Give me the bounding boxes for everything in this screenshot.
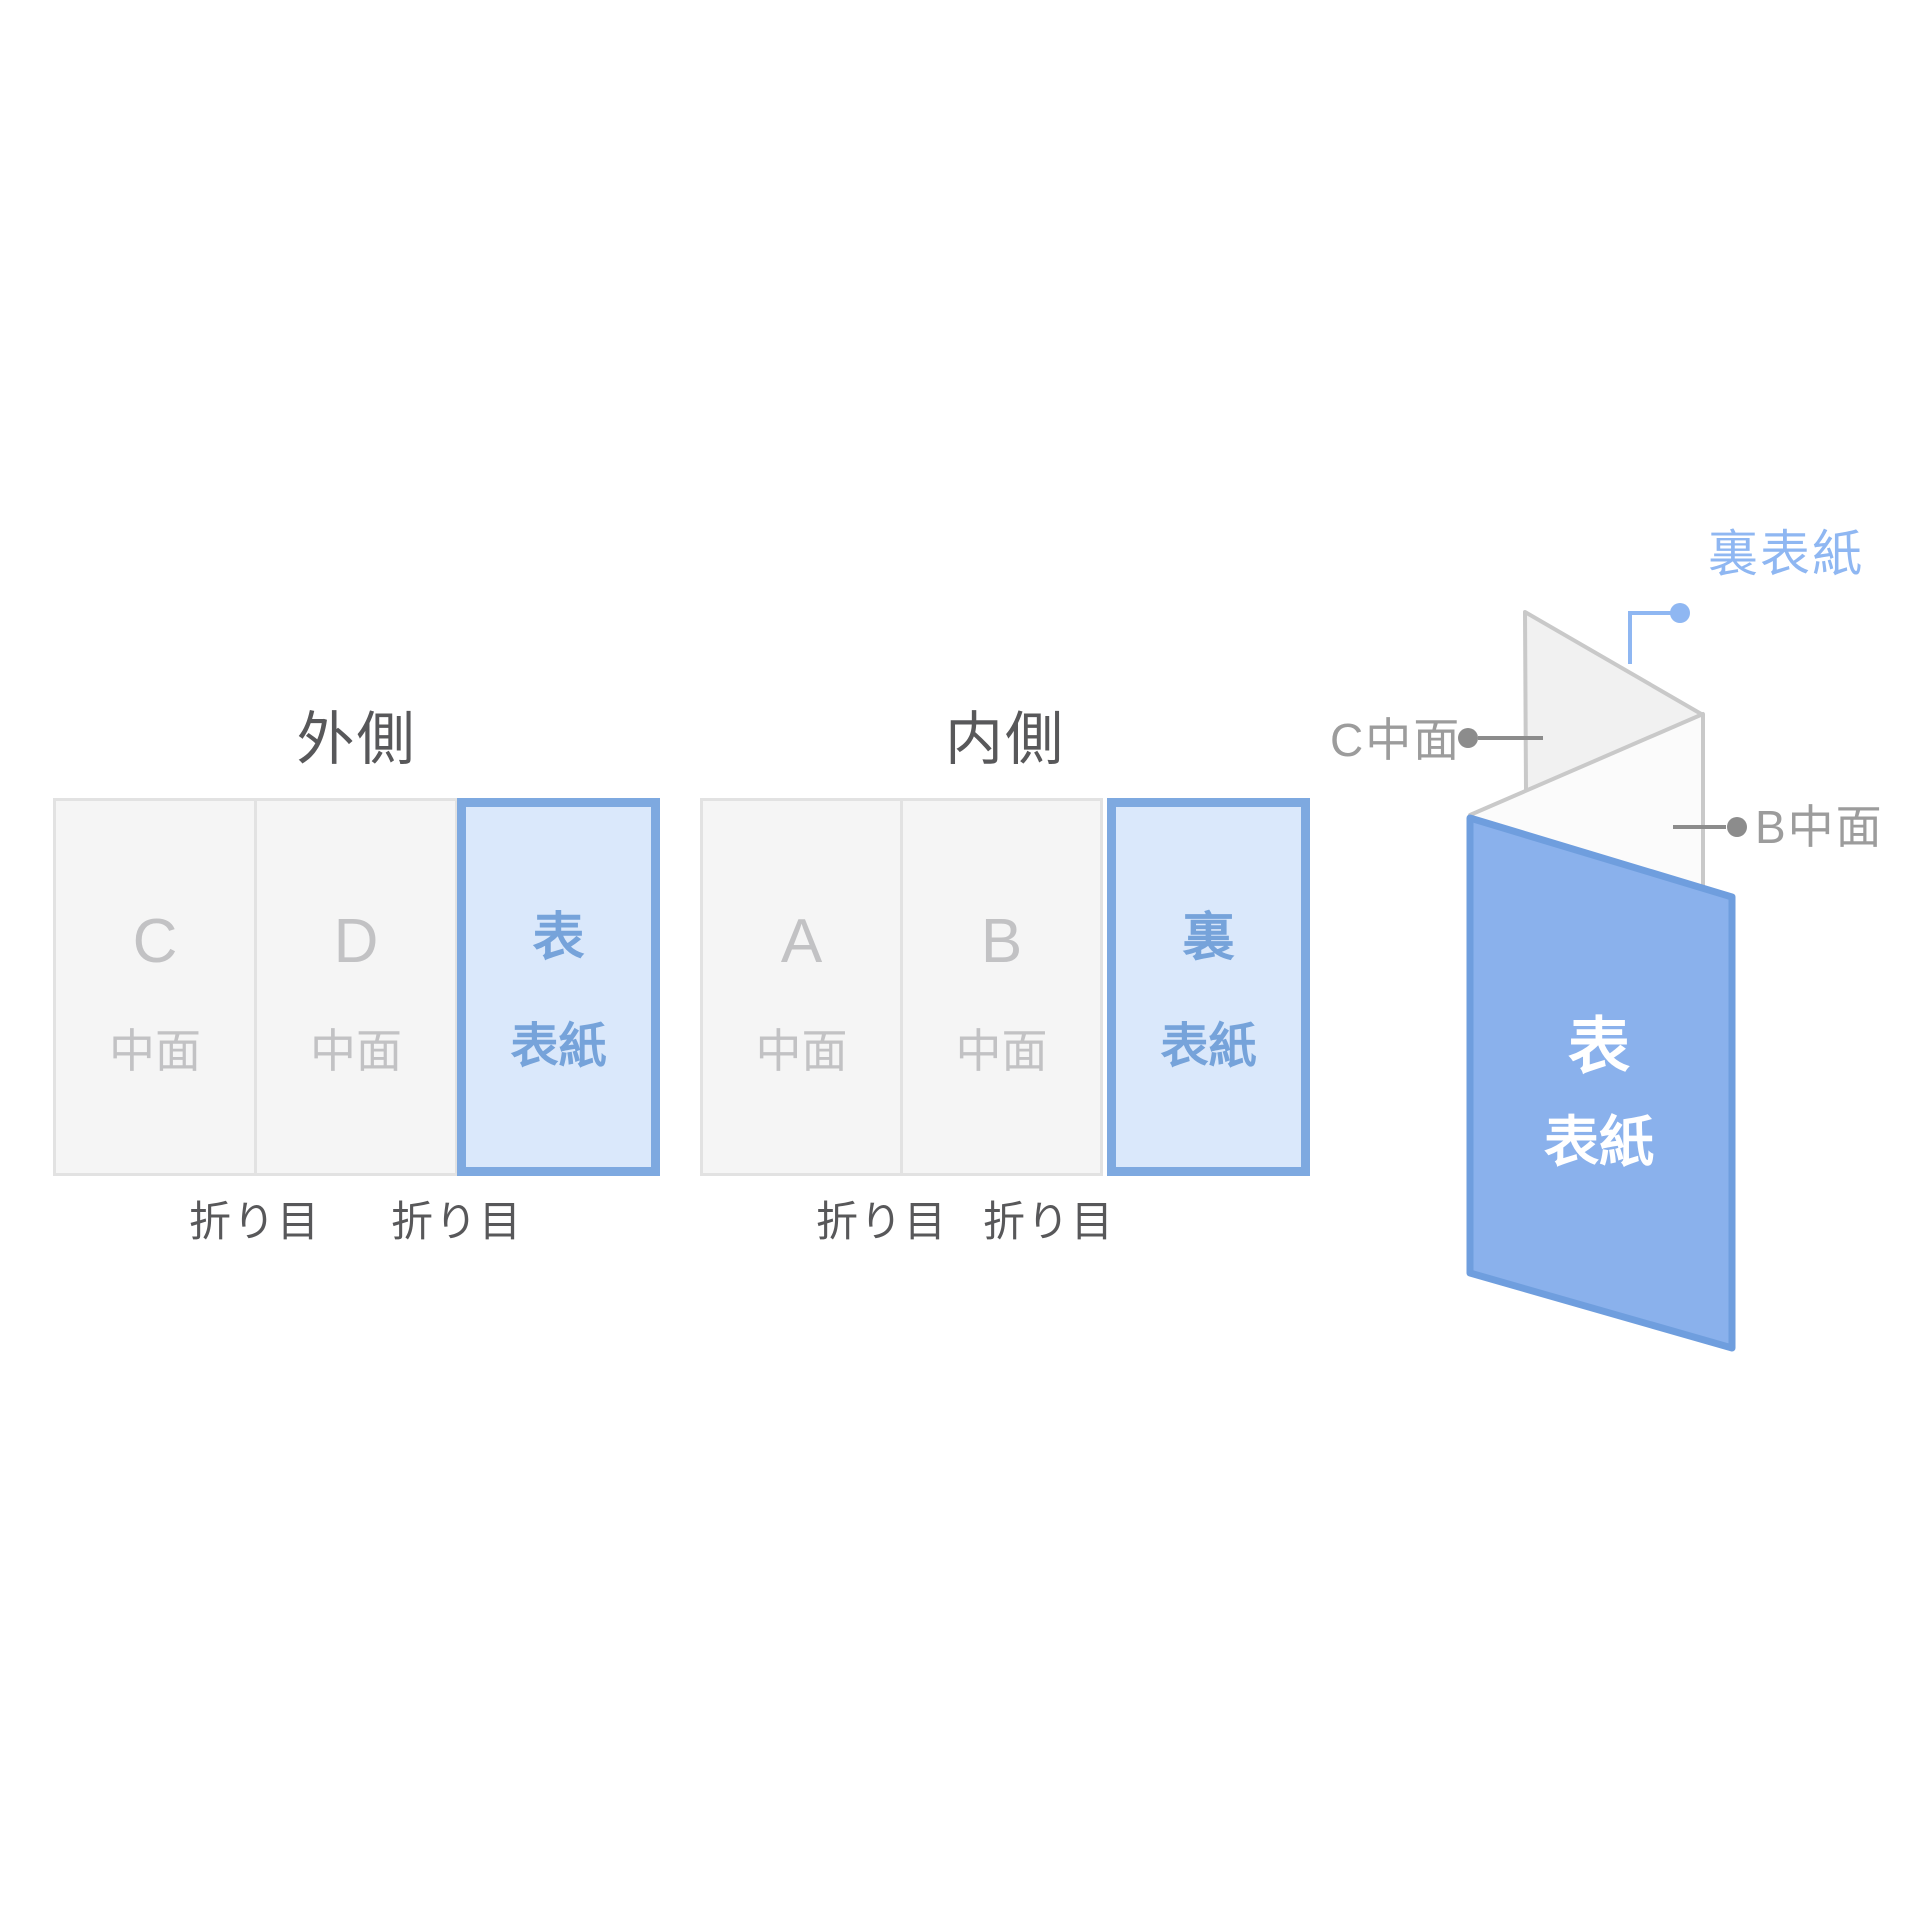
- panel-letter-d: D: [333, 907, 379, 976]
- front-cover-3d-label-line1: 表: [1568, 1013, 1630, 1082]
- b-inner-callout-label: B中面: [1755, 801, 1884, 853]
- outside-panel-c: C 中面: [53, 798, 257, 1176]
- panel-letter-b: B: [980, 907, 1023, 976]
- panel-sublabel: 中面: [755, 1025, 848, 1077]
- outside-panel-d: D 中面: [254, 798, 458, 1176]
- panel-sublabel: 中面: [109, 1025, 201, 1077]
- panel-sublabel-cover: 表紙: [510, 1020, 607, 1073]
- panel-sublabel: 中面: [310, 1025, 402, 1077]
- inside-panel-a: A 中面: [700, 798, 903, 1176]
- panel-sublabel-cover: 表紙: [1160, 1020, 1257, 1073]
- panel-letter-back: 裏: [1182, 909, 1235, 967]
- b-inner-connector-dot: [1727, 817, 1747, 837]
- panel-sublabel: 中面: [955, 1025, 1048, 1077]
- panel-letter-a: A: [780, 907, 823, 976]
- fold-line-label: 折り目: [390, 1198, 524, 1245]
- fold-line-label: 折り目: [982, 1198, 1116, 1245]
- outside-panel-front-cover: 表 表紙: [457, 798, 660, 1176]
- c-inner-callout-label: C中面: [1330, 714, 1462, 766]
- panel-letter-front: 表: [532, 909, 585, 967]
- fold-line-label: 折り目: [188, 1198, 322, 1245]
- inside-spread-title: 内側: [944, 707, 1065, 772]
- folded-front-cover-shape: [1466, 814, 1736, 1352]
- c-inner-connector-dot: [1458, 728, 1478, 748]
- back-cover-connector-dot: [1670, 603, 1690, 623]
- outside-spread-title: 外側: [296, 707, 417, 772]
- fold-line-label: 折り目: [815, 1198, 949, 1245]
- back-cover-callout-label: 裏表紙: [1708, 526, 1864, 582]
- inside-panel-b: B 中面: [900, 798, 1103, 1176]
- panel-letter-c: C: [132, 907, 178, 976]
- inside-panel-back-cover: 裏 表紙: [1107, 798, 1310, 1176]
- front-cover-3d-label-line2: 表紙: [1544, 1111, 1654, 1173]
- back-cover-connector-line: [1628, 611, 1678, 664]
